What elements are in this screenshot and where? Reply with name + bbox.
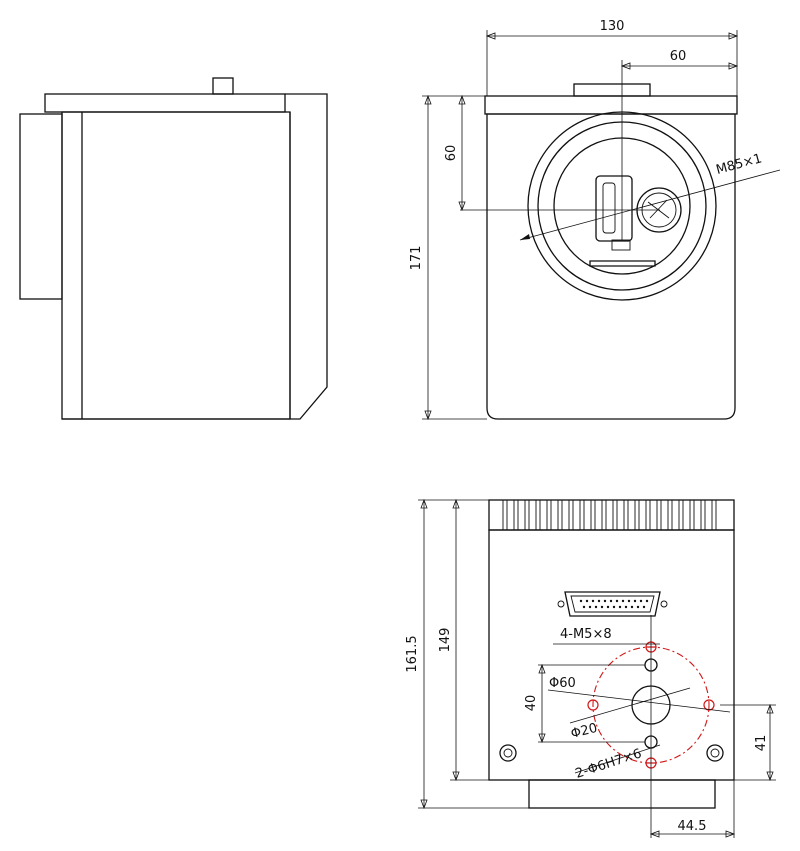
side-top-plate <box>44 93 286 113</box>
front-knob <box>573 83 651 97</box>
m5-label: 4-M5×8 <box>560 627 612 642</box>
db25-connector <box>564 591 661 617</box>
hole-right <box>703 699 715 711</box>
dim-41-label: 41 <box>754 735 769 752</box>
dim-130-label: 130 <box>600 19 625 34</box>
dim-40-label: 40 <box>524 695 539 712</box>
back-base <box>528 779 716 809</box>
sensor-bracket <box>595 175 633 242</box>
side-knob <box>212 77 234 95</box>
back-plate <box>488 529 735 781</box>
side-view <box>19 77 328 420</box>
back-view: 4-M5×8 Φ60 Φ20 2-Φ6H7×6 40 161.5 149 41 <box>405 498 776 838</box>
screw-right <box>706 744 724 762</box>
front-view: 130 60 171 60 M85×1 <box>409 19 781 421</box>
side-body <box>61 111 291 420</box>
dim-44-5-label: 44.5 <box>678 819 707 834</box>
pin-hole-label: 2-Φ6H7×6 <box>574 746 644 781</box>
heat-sink-fins <box>488 499 735 531</box>
phi20-label: Φ20 <box>569 721 599 742</box>
dim-161-label: 161.5 <box>405 635 420 672</box>
dim-149-label: 149 <box>438 628 453 653</box>
dim-60-left-label: 60 <box>444 145 459 162</box>
front-body <box>486 113 736 420</box>
dim-171-label: 171 <box>409 246 424 271</box>
phi60-label: Φ60 <box>549 676 576 691</box>
side-left-panel <box>19 113 63 300</box>
dim-60-top-label: 60 <box>670 49 687 64</box>
screw-left <box>499 744 517 762</box>
front-top-plate <box>484 95 738 115</box>
side-right-taper <box>285 93 328 420</box>
connector-pins <box>579 599 649 609</box>
hole-left <box>587 699 599 711</box>
thread-label: M85×1 <box>714 151 763 178</box>
